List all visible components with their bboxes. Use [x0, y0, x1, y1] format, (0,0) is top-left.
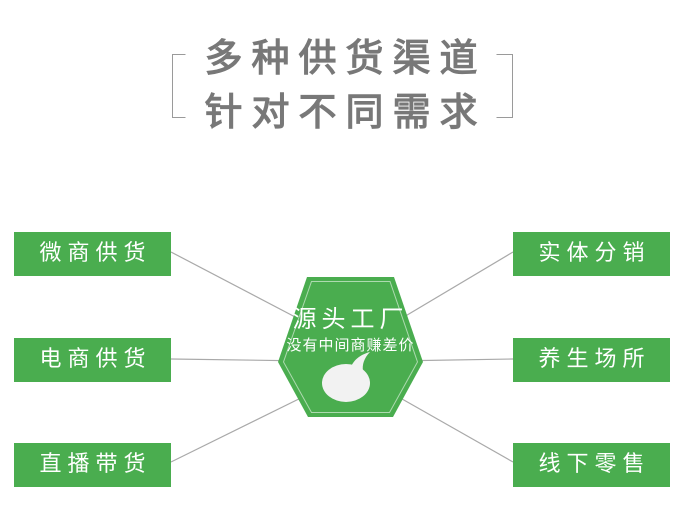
- channel-wellness-venues: 养生场所: [513, 338, 670, 382]
- speech-bubble-icon: [322, 352, 370, 402]
- title-block: 多种供货渠道 针对不同需求: [0, 0, 682, 170]
- connector-bottom-left: [170, 390, 316, 463]
- hexagon-shape: [278, 277, 423, 417]
- channel-ecommerce-supply: 电商供货: [14, 338, 171, 382]
- channel-livestream-selling: 直播带货: [14, 443, 171, 487]
- page-subtitle: 针对不同需求: [185, 91, 497, 133]
- connector-bottom-right: [387, 390, 514, 463]
- page-title: 多种供货渠道: [185, 37, 497, 79]
- channel-offline-retail: 线下零售: [513, 443, 670, 487]
- hexagon-title: 源头工厂: [293, 305, 409, 333]
- channel-physical-distribution: 实体分销: [513, 232, 670, 276]
- channel-wechat-supply: 微商供货: [14, 232, 171, 276]
- hexagon-subtitle: 没有中间商赚差价: [286, 336, 414, 354]
- hexagon-inner-outline: [282, 281, 419, 413]
- center-hexagon: 源头工厂 没有中间商赚差价: [278, 277, 423, 417]
